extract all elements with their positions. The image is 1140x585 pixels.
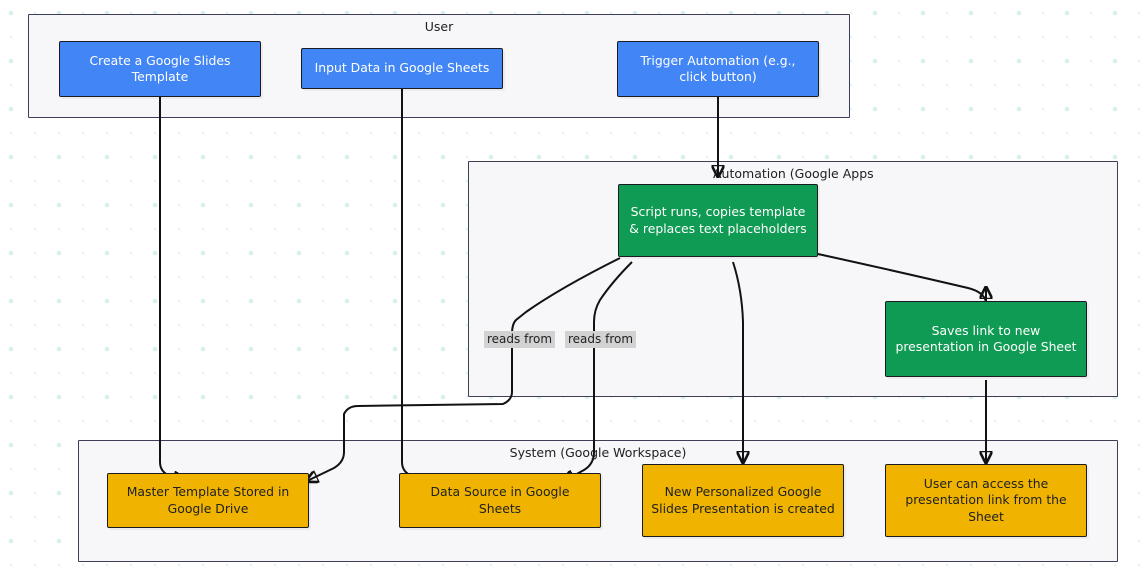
node-data-source-label: Data Source in Google Sheets (430, 484, 570, 516)
node-script-runs-label: Script runs, copies template & replaces … (629, 204, 807, 236)
node-trigger-automation-label: Trigger Automation (e.g., click button) (640, 52, 796, 84)
node-saves-link[interactable]: Saves link to new presentation in Google… (885, 301, 1087, 377)
cluster-system-title: System (Google Workspace) (509, 445, 687, 460)
node-user-access-label: User can access the presentation link fr… (905, 475, 1067, 524)
node-saves-link-label: Saves link to new presentation in Google… (895, 322, 1077, 354)
node-input-data[interactable]: Input Data in Google Sheets (301, 48, 503, 89)
cluster-automation-title: Automation (Google Apps (713, 166, 874, 181)
node-create-template[interactable]: Create a Google Slides Template (59, 41, 261, 97)
node-create-template-label: Create a Google Slides Template (89, 52, 231, 84)
node-master-template-label: Master Template Stored in Google Drive (126, 484, 290, 516)
cluster-user-title: User (424, 19, 454, 34)
edge-create-template-to-master-template (159, 97, 183, 481)
edge-label-reads-from-2: reads from (565, 331, 637, 348)
node-user-access[interactable]: User can access the presentation link fr… (885, 464, 1087, 537)
edge-label-reads-from-1: reads from (484, 331, 556, 348)
node-script-runs[interactable]: Script runs, copies template & replaces … (618, 184, 818, 257)
node-master-template[interactable]: Master Template Stored in Google Drive (107, 473, 309, 528)
edge-input-data-to-data-source (401, 89, 442, 481)
node-input-data-label: Input Data in Google Sheets (314, 60, 490, 76)
node-data-source[interactable]: Data Source in Google Sheets (399, 473, 601, 528)
node-new-presentation-label: New Personalized Google Slides Presentat… (651, 484, 835, 516)
node-trigger-automation[interactable]: Trigger Automation (e.g., click button) (617, 41, 819, 97)
node-new-presentation[interactable]: New Personalized Google Slides Presentat… (642, 464, 844, 537)
